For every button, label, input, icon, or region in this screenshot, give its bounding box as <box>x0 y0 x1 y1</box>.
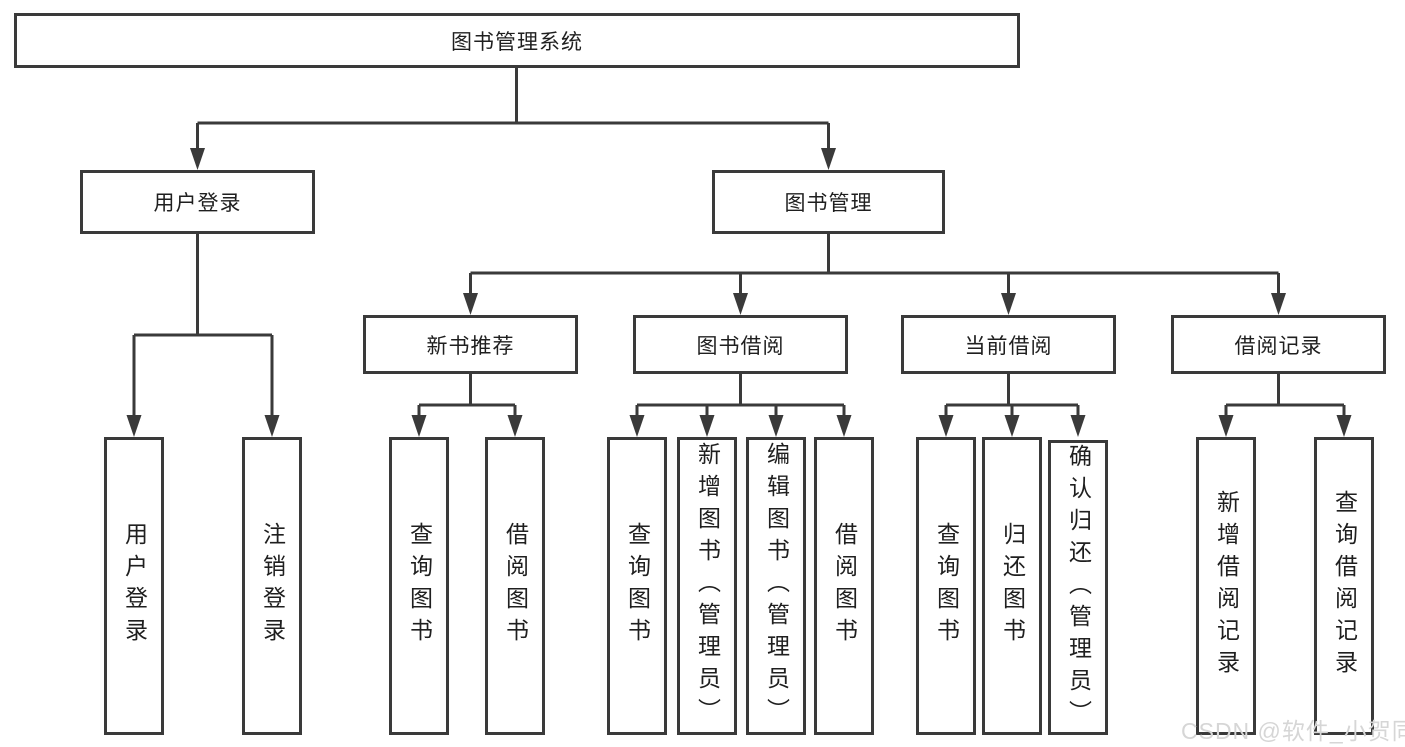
node-current-borrow: 当前借阅 <box>901 315 1116 374</box>
arrow-down-icon <box>821 148 836 170</box>
connector-user-login <box>132 234 274 417</box>
arrow-down-icon <box>126 415 142 437</box>
leaf-edit-book-admin-label: 编辑图书（管理员） <box>763 442 790 730</box>
connector-book-borrow <box>635 374 846 417</box>
leaf-logout-label: 注销登录 <box>259 522 286 650</box>
leaf-query-book-borrow: 查询图书 <box>607 437 667 735</box>
arrow-down-icon <box>629 415 645 437</box>
leaf-borrow-book-label: 借阅图书 <box>831 522 858 650</box>
leaf-edit-book-admin: 编辑图书（管理员） <box>746 437 806 735</box>
leaf-confirm-return-admin-label: 确认归还（管理员） <box>1065 443 1092 732</box>
node-current-borrow-label: 当前借阅 <box>964 334 1053 358</box>
node-book-management-label: 图书管理 <box>784 192 873 215</box>
connector-new-book-recommend <box>417 374 517 417</box>
leaf-add-book-admin: 新增图书（管理员） <box>677 437 737 735</box>
leaf-add-borrow-record: 新增借阅记录 <box>1196 437 1256 735</box>
node-new-book-recommend: 新书推荐 <box>363 315 578 374</box>
node-book-borrow: 图书借阅 <box>633 315 848 374</box>
arrow-down-icon <box>836 415 852 437</box>
leaf-logout: 注销登录 <box>242 437 302 735</box>
arrow-down-icon <box>699 415 715 437</box>
leaf-query-book-borrow-label: 查询图书 <box>624 522 651 650</box>
node-borrow-records: 借阅记录 <box>1171 315 1386 374</box>
leaf-query-book-recommend: 查询图书 <box>389 437 449 735</box>
arrow-down-icon <box>733 293 748 315</box>
arrowheads <box>126 148 1352 437</box>
arrow-down-icon <box>411 415 427 437</box>
arrow-down-icon <box>1070 415 1086 437</box>
leaf-query-book-current-label: 查询图书 <box>933 522 960 650</box>
node-root: 图书管理系统 <box>14 13 1020 68</box>
connector-borrow-records <box>1224 374 1346 417</box>
leaf-borrow-book-recommend: 借阅图书 <box>485 437 545 735</box>
node-user-login: 用户登录 <box>80 170 315 234</box>
leaf-borrow-book-recommend-label: 借阅图书 <box>502 522 529 650</box>
arrow-down-icon <box>463 293 478 315</box>
arrow-down-icon <box>264 415 280 437</box>
connector-book-management <box>469 234 1280 295</box>
node-new-book-recommend-label: 新书推荐 <box>426 334 515 358</box>
arrow-down-icon <box>1001 293 1016 315</box>
node-book-management: 图书管理 <box>712 170 945 234</box>
node-root-label: 图书管理系统 <box>451 30 583 54</box>
arrow-down-icon <box>507 415 523 437</box>
connector-current-borrow <box>944 374 1080 417</box>
arrow-down-icon <box>1218 415 1234 437</box>
leaf-query-book-current: 查询图书 <box>916 437 976 735</box>
arrow-down-icon <box>1004 415 1020 437</box>
arrow-down-icon <box>1271 293 1286 315</box>
leaf-add-book-admin-label: 新增图书（管理员） <box>694 442 721 730</box>
connector-root <box>196 68 830 150</box>
node-user-login-label: 用户登录 <box>153 192 242 215</box>
leaf-query-borrow-record-label: 查询借阅记录 <box>1331 490 1358 682</box>
leaf-confirm-return-admin: 确认归还（管理员） <box>1048 440 1108 735</box>
arrow-down-icon <box>190 148 205 170</box>
leaf-user-login: 用户登录 <box>104 437 164 735</box>
leaf-return-book-label: 归还图书 <box>999 522 1026 650</box>
arrow-down-icon <box>938 415 954 437</box>
leaf-query-borrow-record: 查询借阅记录 <box>1314 437 1374 735</box>
leaf-user-login-label: 用户登录 <box>121 522 148 650</box>
arrow-down-icon <box>1336 415 1352 437</box>
node-book-borrow-label: 图书借阅 <box>696 334 785 358</box>
node-borrow-records-label: 借阅记录 <box>1234 334 1323 358</box>
leaf-borrow-book: 借阅图书 <box>814 437 874 735</box>
arrow-down-icon <box>768 415 784 437</box>
leaf-query-book-recommend-label: 查询图书 <box>406 522 433 650</box>
leaf-add-borrow-record-label: 新增借阅记录 <box>1213 490 1240 682</box>
watermark: CSDN @软件_小贺同学 <box>1181 718 1405 744</box>
leaf-return-book: 归还图书 <box>982 437 1042 735</box>
